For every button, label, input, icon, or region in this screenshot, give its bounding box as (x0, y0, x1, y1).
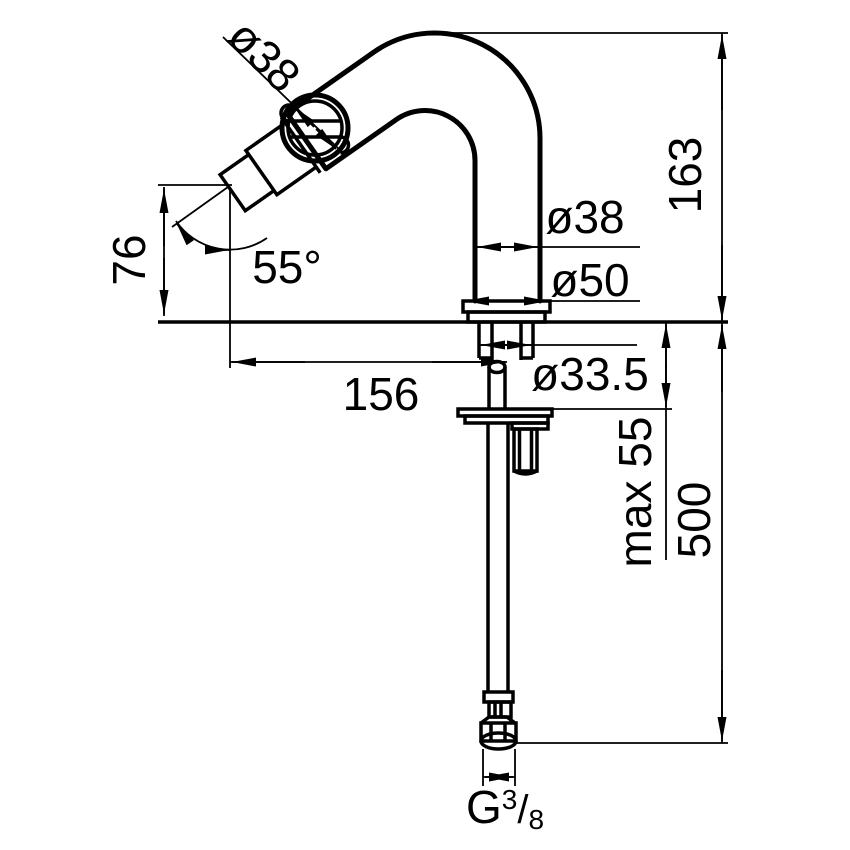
dim-label-76: 76 (103, 234, 155, 285)
dim-label-500: 500 (668, 482, 720, 559)
handle-inner-ring (286, 99, 344, 157)
handle-hook-left (279, 103, 290, 123)
dim-label-max55: max 55 (609, 417, 661, 568)
hose-nut-body (479, 721, 518, 743)
under-counter-assembly (456, 322, 554, 751)
faucet-body-outline (284, 30, 543, 304)
hose-nut-cap (479, 731, 518, 751)
ext-lines-g38 (482, 749, 516, 786)
hose-seat-cap (487, 359, 507, 375)
spout-nozzle (243, 121, 318, 198)
spout-aerator-tip (217, 153, 276, 214)
dim-label-d335: ø33.5 (531, 348, 649, 400)
handle-outer-ring (279, 92, 351, 164)
mounting-nut-body (512, 427, 539, 473)
dim-label-g38: G3/8 (466, 781, 544, 835)
hose-seat-sides (487, 367, 507, 409)
faucet-body (217, 30, 552, 324)
dim-label-spout-d38: ø38 (218, 9, 311, 102)
handle-hook-right (340, 135, 351, 155)
dimensions: 163 500 max 55 76 55° 156 (103, 9, 728, 835)
dim-label-d38: ø38 (545, 191, 624, 243)
threaded-shank (477, 322, 535, 360)
dim-label-55deg: 55° (252, 241, 322, 293)
dim-label-156: 156 (343, 368, 420, 420)
dim-label-163: 163 (659, 137, 711, 214)
supply-hose (486, 423, 510, 692)
mounting-nut-facets (513, 429, 538, 476)
dim-label-d50: ø50 (550, 254, 629, 306)
hose-crimp-lines (493, 702, 503, 717)
angle-ref-line (171, 186, 229, 228)
